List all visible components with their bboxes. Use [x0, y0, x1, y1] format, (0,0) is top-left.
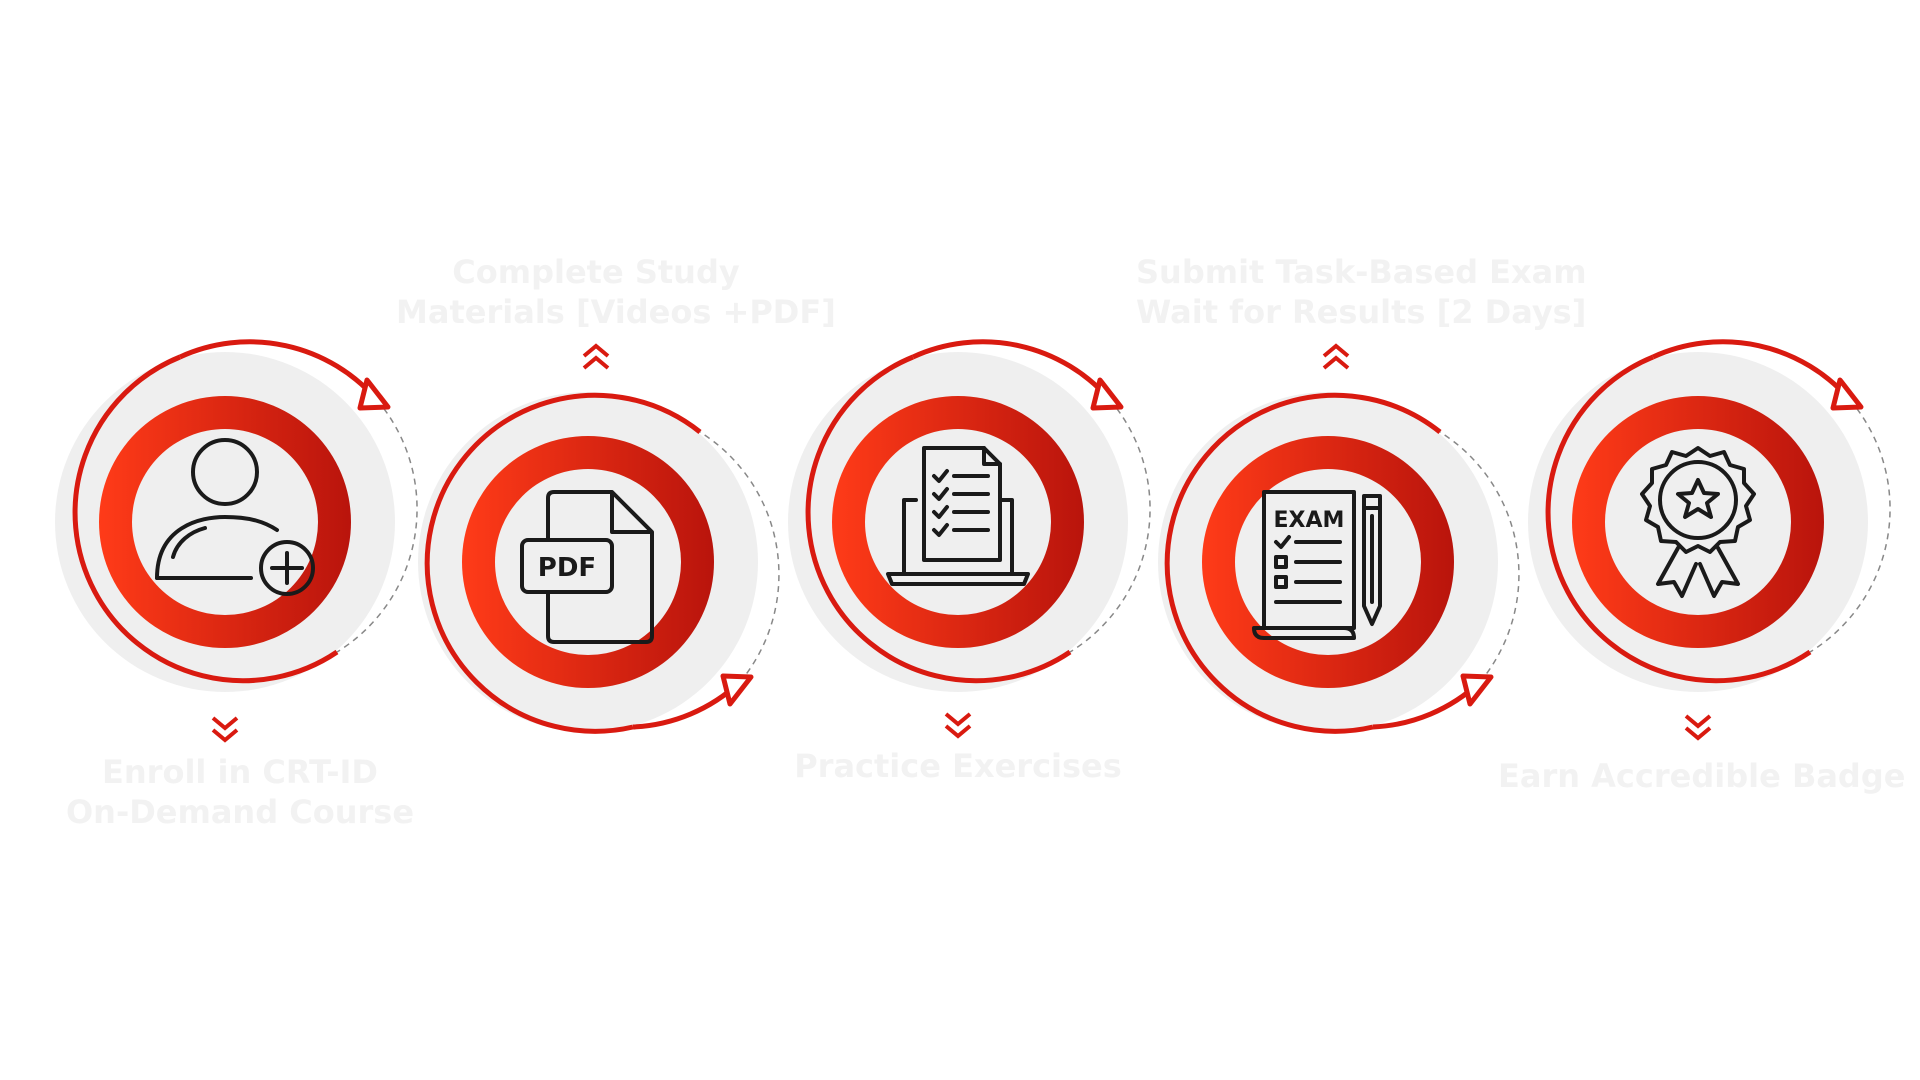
chevron-down-icon: [1684, 714, 1712, 741]
step-1-label: Enroll in CRT-ID On-Demand Course: [40, 752, 440, 832]
step-4-exam: EXAM: [1158, 392, 1520, 734]
pdf-file-icon: PDF: [520, 490, 654, 644]
step-1-enroll: [55, 339, 418, 692]
step-1-ring: [55, 339, 418, 692]
step-4-label: Submit Task-Based Exam Wait for Results …: [1136, 252, 1587, 332]
step-3-practice: [788, 339, 1151, 692]
chevron-down-icon: [211, 716, 239, 743]
step-4-label-line-1: Submit Task-Based Exam: [1136, 253, 1587, 291]
award-badge-icon: [1640, 446, 1756, 598]
chevron-down-icon: [944, 712, 972, 739]
pdf-icon-text: PDF: [538, 553, 596, 583]
step-5-label-line-1: Earn Accredible Badge: [1498, 757, 1906, 795]
step-2-label-line-1: Complete Study: [452, 253, 740, 291]
exam-icon-text: EXAM: [1274, 508, 1345, 533]
laptop-checklist-icon: [886, 446, 1030, 586]
exam-paper-pencil-icon: EXAM: [1252, 490, 1382, 640]
chevron-up-icon: [582, 343, 610, 370]
step-4-label-line-2: Wait for Results [2 Days]: [1136, 293, 1587, 331]
step-5-label: Earn Accredible Badge: [1498, 756, 1906, 796]
user-add-icon: [155, 438, 315, 596]
step-2-label: Complete Study Materials [Videos +PDF]: [396, 252, 836, 332]
step-5-badge: [1528, 339, 1891, 692]
step-3-label: Practice Exercises: [758, 746, 1158, 786]
step-1-label-line-2: On-Demand Course: [65, 793, 415, 831]
step-2-study: PDF: [418, 392, 780, 734]
step-3-label-line-1: Practice Exercises: [794, 747, 1122, 785]
chevron-up-icon: [1322, 343, 1350, 370]
step-1-label-line-1: Enroll in CRT-ID: [102, 753, 378, 791]
step-2-label-line-2: Materials [Videos +PDF]: [396, 293, 836, 331]
